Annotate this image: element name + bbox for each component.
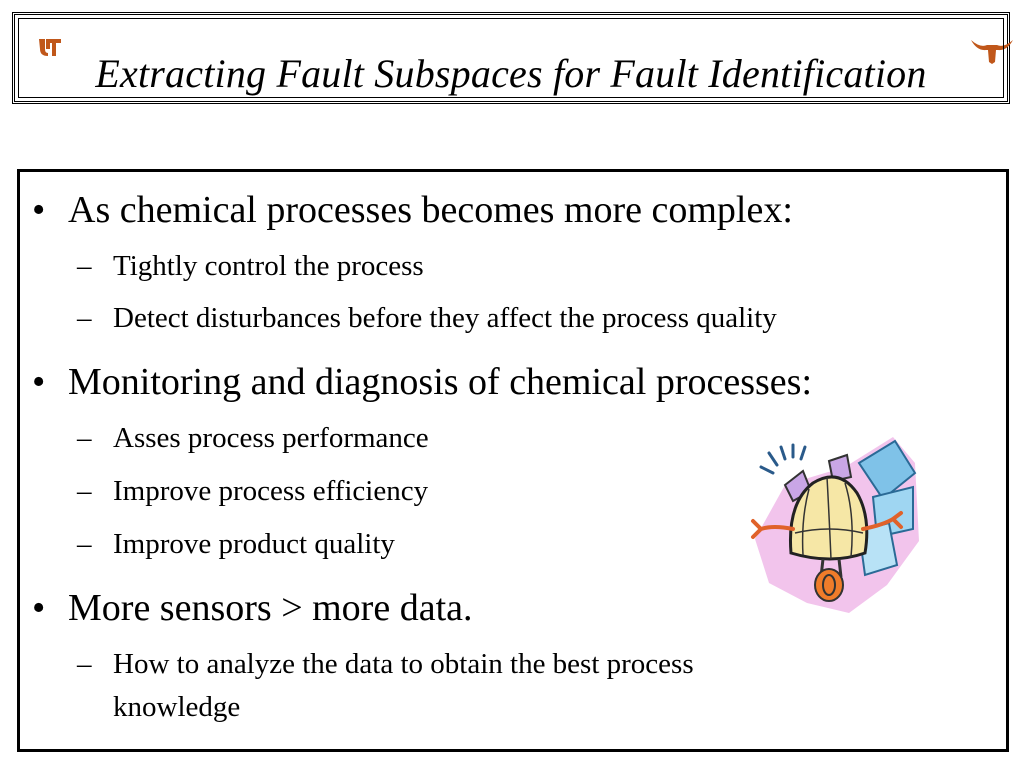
slide-title: Extracting Fault Subspaces for Fault Ide… <box>95 51 927 96</box>
title-frame: Extracting Fault Subspaces for Fault Ide… <box>12 12 1013 104</box>
dash-marker: – <box>77 250 92 282</box>
bullet-marker: • <box>32 587 46 629</box>
ut-logo-icon <box>39 39 61 56</box>
dash-marker: – <box>77 528 92 560</box>
bullet-marker: • <box>32 189 46 231</box>
bullet-text: As chemical processes becomes more compl… <box>68 189 793 231</box>
sub-bullet-text: Detect disturbances before they affect t… <box>113 302 777 334</box>
sub-bullet-text: Asses process performance <box>113 422 429 454</box>
dash-marker: – <box>77 648 92 680</box>
sub-bullet-text: How to analyze the data to obtain the be… <box>113 648 694 680</box>
dash-marker: – <box>77 302 92 334</box>
sub-bullet-text: Improve process efficiency <box>113 475 429 507</box>
bullet-text: Monitoring and diagnosis of chemical pro… <box>68 361 813 403</box>
dash-marker: – <box>77 422 92 454</box>
longhorn-logo-icon <box>971 40 1013 64</box>
bullet-list: • As chemical processes becomes more com… <box>20 172 1006 749</box>
sub-bullet-text: knowledge <box>113 691 241 723</box>
bullet-marker: • <box>32 361 46 403</box>
sub-bullet-text: Tightly control the process <box>113 250 424 282</box>
dash-marker: – <box>77 475 92 507</box>
sub-bullet-text: Improve product quality <box>113 528 395 560</box>
bullet-text: More sensors > more data. <box>68 587 473 629</box>
alarm-bell-clipart-icon <box>751 437 919 613</box>
